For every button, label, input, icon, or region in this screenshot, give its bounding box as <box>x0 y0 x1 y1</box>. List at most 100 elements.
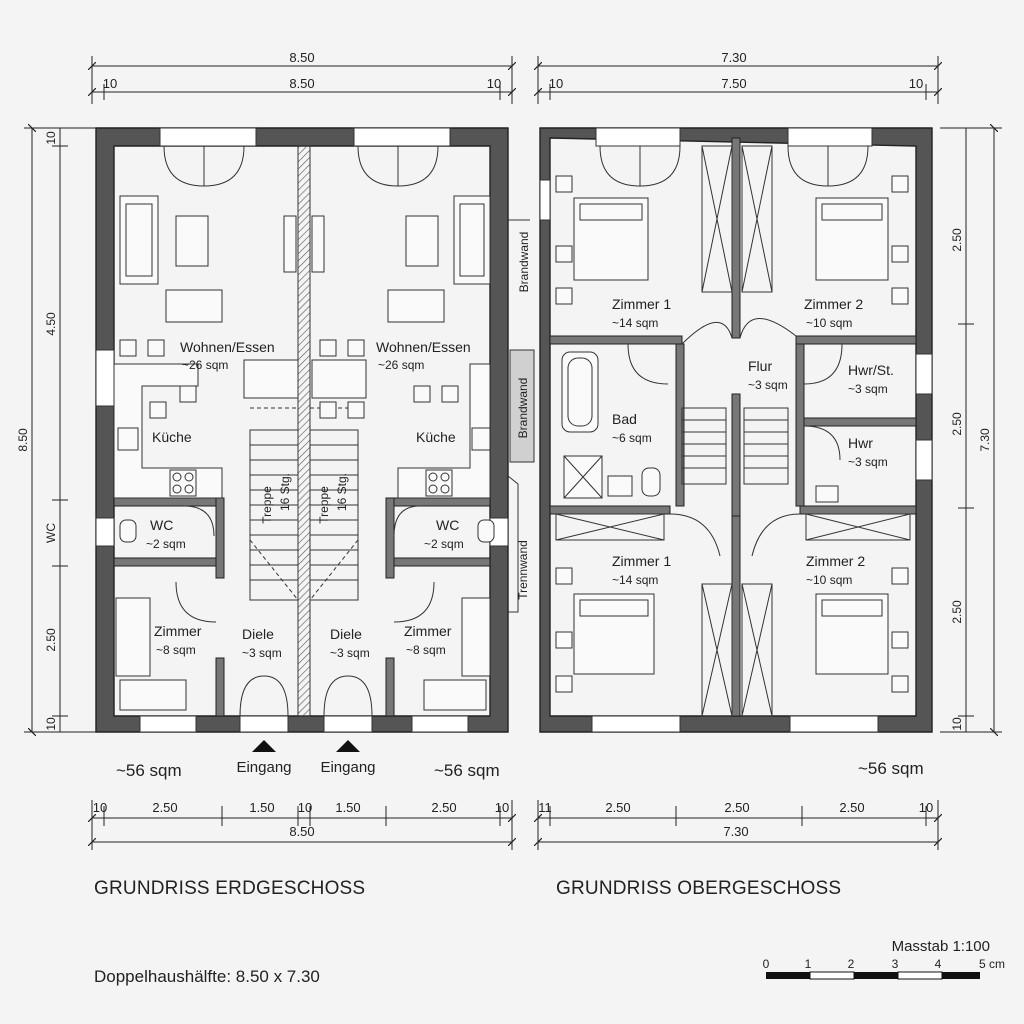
og-util1-area: ~3 sqm <box>848 382 888 396</box>
eg-left-room-bed <box>115 597 151 677</box>
eg-left-wc-area: ~2 sqm <box>146 537 186 551</box>
og-hall-label: Flur <box>748 358 772 374</box>
eg-top-right-edge-dim: 10 <box>487 76 501 91</box>
eg-left-coffee-table <box>175 215 209 267</box>
og-bath-door <box>627 343 669 385</box>
eg-top-total-dim: 8.50 <box>289 50 314 65</box>
og-wall-bl-top <box>549 505 671 515</box>
eg-right-room-door <box>393 581 435 623</box>
og-bed-tl <box>555 175 649 305</box>
eg-party-wall <box>297 145 311 717</box>
og-stair-right <box>743 407 789 485</box>
eg-right-stair-label: Treppe <box>317 486 331 524</box>
eg-right-chair-4 <box>347 401 365 419</box>
eg-left-kitchen-counter <box>113 363 223 499</box>
og-door-br <box>751 513 801 557</box>
eg-left-hall-label: Diele <box>242 626 274 642</box>
eg-bottom-total-dim: 8.50 <box>289 824 314 839</box>
eg-right-chair-6 <box>441 385 459 403</box>
eg-left-chair-2 <box>147 339 165 357</box>
og-wall-br-top <box>799 505 917 515</box>
scale-tick-0: 0 <box>763 957 770 971</box>
dimension-lines <box>24 56 1002 850</box>
eg-right-kitchen-label: Küche <box>416 429 456 445</box>
eg-window-top-right <box>353 127 451 147</box>
og-wall-tr-bottom <box>795 335 917 345</box>
og-util-wall <box>795 343 805 507</box>
eg-left-chair-4 <box>149 401 167 419</box>
og-bottom-dim-3: 2.50 <box>724 800 749 815</box>
eg-right-room-bed <box>461 597 491 677</box>
eg-left-room-wall <box>215 657 225 717</box>
eg-left-total-area: ~56 sqm <box>116 761 182 780</box>
eg-left-living-label: Wohnen/Essen <box>180 339 275 355</box>
eg-left-entrance-label: Eingang <box>236 759 291 776</box>
eg-top-inner-dim: 8.50 <box>289 76 314 91</box>
eg-right-chair-2 <box>347 339 365 357</box>
eg-right-room-label: Zimmer <box>404 623 452 639</box>
og-window-tr <box>787 127 873 147</box>
eg-bottom-dim-5: 1.50 <box>335 800 360 815</box>
og-util1-label: Hwr/St. <box>848 362 894 378</box>
og-br-room-area: ~10 sqm <box>806 573 852 587</box>
fire-wall-block <box>509 349 535 463</box>
eg-right-wc-area: ~2 sqm <box>424 537 464 551</box>
eg-window-bottom-right <box>411 715 469 733</box>
eg-left-stair <box>249 407 299 601</box>
eg-window-top-left <box>159 127 257 147</box>
og-bottom-total-dim: 7.30 <box>723 824 748 839</box>
og-bed-tr <box>815 175 909 305</box>
og-bath-wall <box>675 343 685 507</box>
eg-right-stair <box>309 407 359 601</box>
eg-left-kitchen-label: Küche <box>152 429 192 445</box>
eg-right-living-label: Wohnen/Essen <box>376 339 471 355</box>
eg-bottom-dim-2: 2.50 <box>152 800 177 815</box>
og-door-util-2 <box>803 425 841 461</box>
upper-floor-title: GRUNDRISS OBERGESCHOSS <box>556 878 841 899</box>
eg-right-coffee-table <box>405 215 439 267</box>
og-window-bl <box>591 715 681 733</box>
eg-left-wc-dim: WC <box>44 523 58 543</box>
eg-right-chair-1 <box>319 339 337 357</box>
og-right-total-dim: 7.30 <box>978 428 992 452</box>
eg-left-hall-area: ~3 sqm <box>242 646 282 660</box>
wall-annotations: Brandwand Brandwand Trennwand <box>507 219 535 613</box>
scale-bar: Masstab 1:100 0 1 2 3 4 5 cm <box>763 938 1005 980</box>
og-shelf-br <box>805 513 911 541</box>
og-wardrobe-top-left <box>701 145 733 293</box>
og-bath-fixtures <box>561 351 661 499</box>
eg-left-total-dim: 8.50 <box>16 428 30 452</box>
eg-left-room-door <box>175 581 217 623</box>
eg-left-upper-dim: 4.50 <box>44 312 58 336</box>
og-door-util-1 <box>803 343 843 385</box>
og-door-bl <box>669 513 721 557</box>
og-hall-area: ~3 sqm <box>748 378 788 392</box>
og-center-wall-bottom <box>731 515 741 717</box>
scale-title: Masstab 1:100 <box>892 938 990 955</box>
og-door-tl <box>681 321 733 345</box>
eg-left-living-area: ~26 sqm <box>182 358 228 372</box>
eg-right-hall-label: Diele <box>330 626 362 642</box>
eg-window-wc-left <box>95 517 115 547</box>
eg-left-wc-label: WC <box>150 517 173 533</box>
eg-left-room-desk <box>119 679 187 711</box>
og-bottom-dim-5: 10 <box>919 800 933 815</box>
eg-left-wc-wall-side <box>215 497 225 579</box>
upper-floor-plan <box>539 127 933 733</box>
eg-right-room-wall <box>385 657 395 717</box>
eg-right-wc-label: WC <box>436 517 459 533</box>
eg-right-toilet <box>477 519 495 543</box>
og-wardrobe-bottom-left <box>701 583 733 717</box>
fire-wall-label-2: Brandwand <box>516 378 530 439</box>
og-door-tr <box>739 318 797 339</box>
og-bath-label: Bad <box>612 411 637 427</box>
scale-tick-3: 3 <box>892 957 899 971</box>
scale-tick-2: 2 <box>848 957 855 971</box>
eg-bottom-dim-7: 10 <box>495 800 509 815</box>
og-tr-room-label: Zimmer 2 <box>804 296 863 312</box>
eg-left-dining-table <box>243 359 299 399</box>
eg-left-top-dim: 10 <box>44 131 58 145</box>
og-bl-room-label: Zimmer 1 <box>612 553 671 569</box>
og-center-wall-mid <box>731 393 741 517</box>
